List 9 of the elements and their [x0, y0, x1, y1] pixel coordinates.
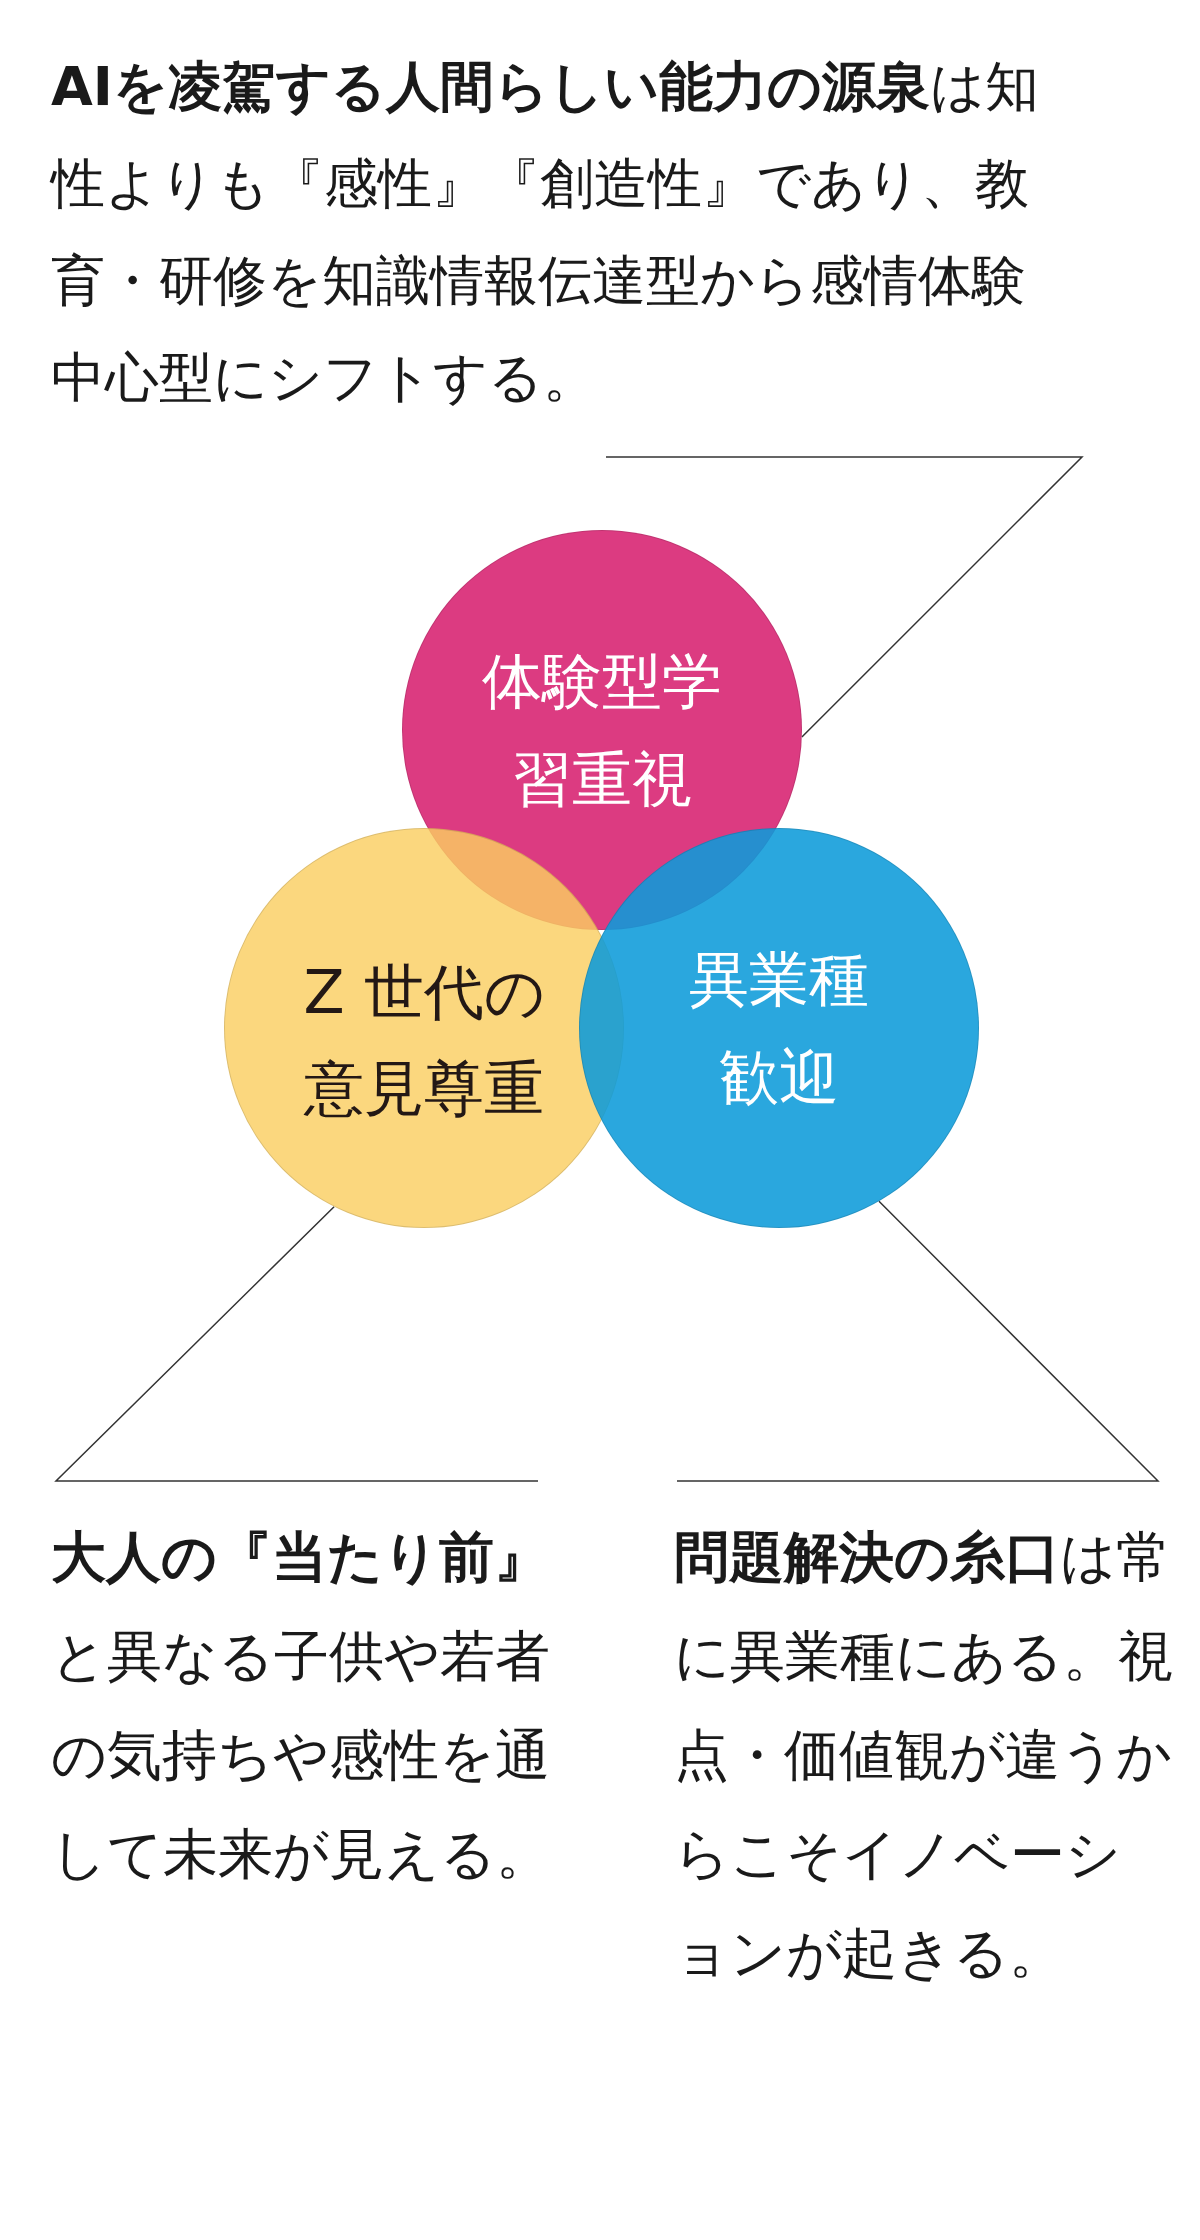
circle-label: 異業種歓迎: [688, 943, 870, 1114]
leader-line: [54, 1205, 539, 1482]
circle-label: 体験型学習重視: [481, 645, 723, 816]
leader-line: [605, 456, 1084, 738]
statement-text: 大人の『当たり前』と異なる子供や若者の気持ちや感性を通して未来が見える。: [51, 1524, 551, 1888]
circle-label: Z 世代の意見尊重: [302, 956, 546, 1125]
statement-text: AIを凌駕する人間らしい能力の源泉は知性よりも『感性』『創造性』であり、教育・研修を知識情報伝達型から感情体験中心型にシフトする。: [51, 54, 1040, 411]
statement-text: 問題解決の糸口は常に異業種にある。視点・価値観が違うからこそイノベーションが起きる。: [674, 1524, 1174, 1987]
leader-line: [676, 1200, 1160, 1482]
